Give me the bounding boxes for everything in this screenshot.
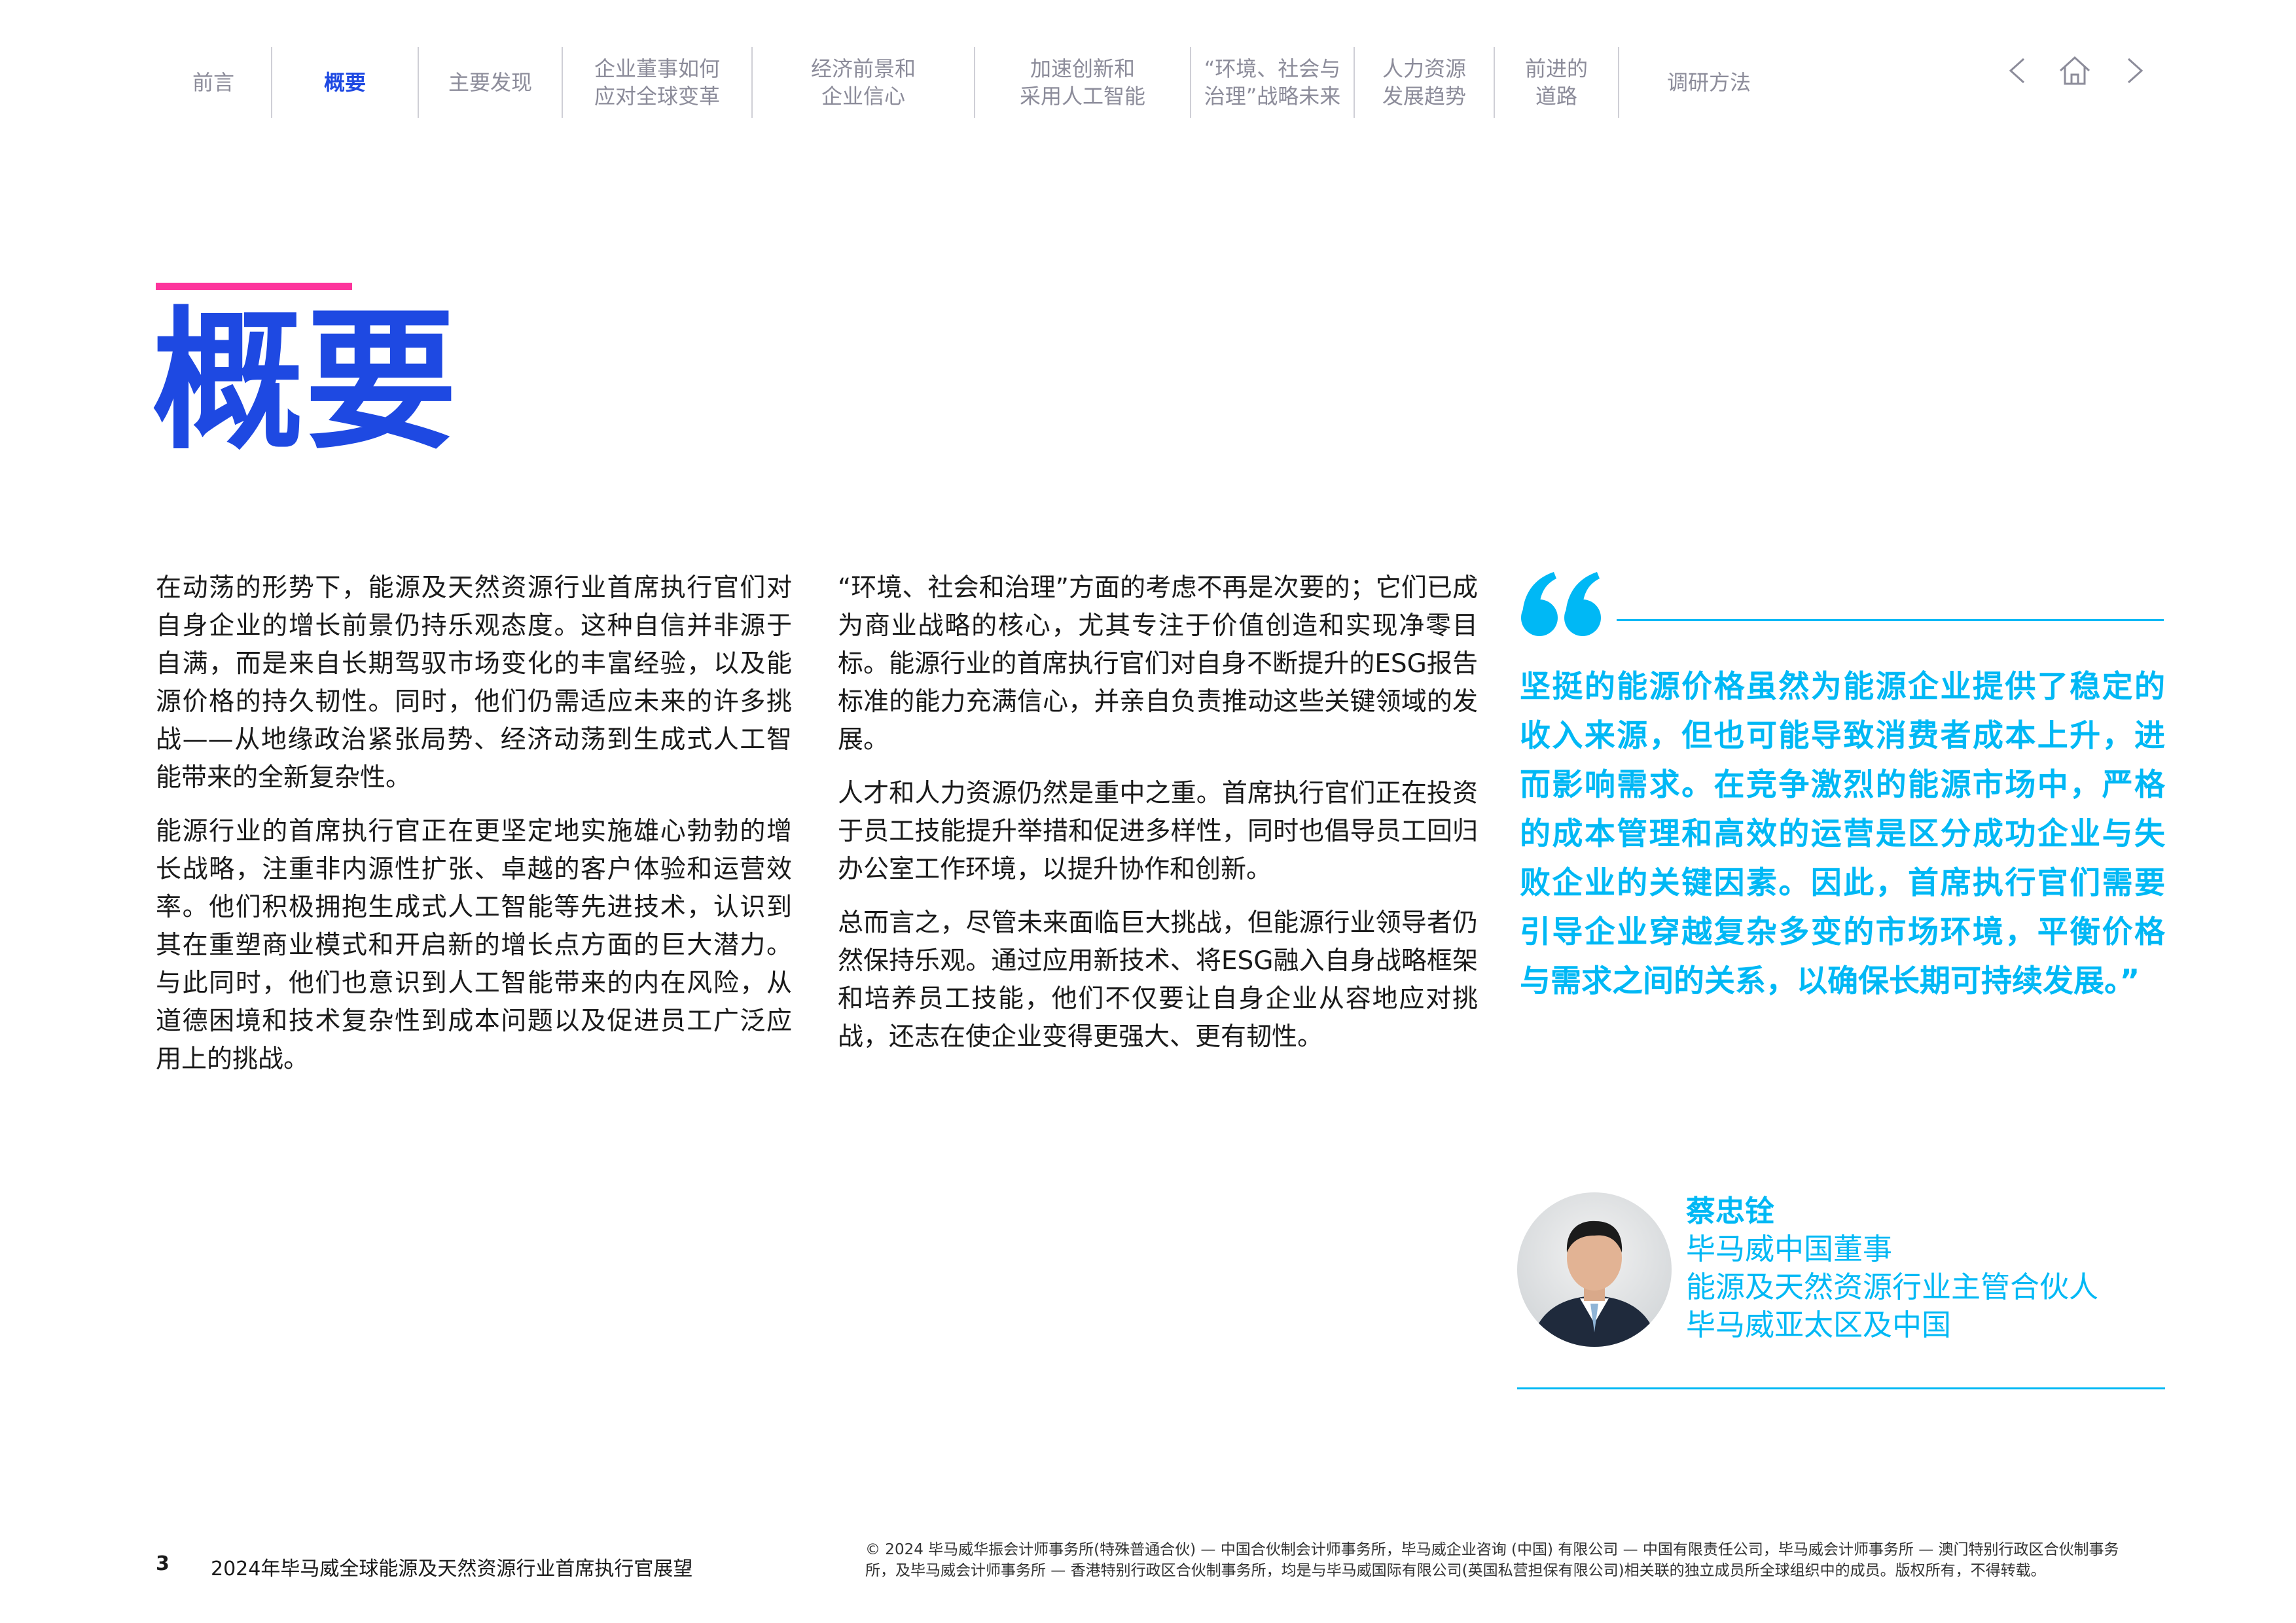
body-paragraph: 能源行业的首席执行官正在更坚定地实施雄心勃勃的增长战略，注重非内源性扩张、卓越的… — [156, 817, 792, 1074]
body-paragraph: 人才和人力资源仍然是重中之重。首席执行官们正在投资于员工技能提升举措和促进多样性… — [838, 779, 1478, 884]
top-navigation: 前言 概要 主要发现 企业董事如何 应对全球变革 经济前景和 企业信心 加速创新… — [156, 47, 1831, 118]
nav-tab-key-findings[interactable]: 主要发现 — [418, 47, 562, 118]
author-title: 能源及天然资源行业主管合伙人 — [1686, 1270, 2099, 1304]
home-icon[interactable] — [2055, 51, 2094, 90]
nav-tab-summary[interactable]: 概要 — [271, 47, 418, 118]
body-column-left: 在动荡的形势下，能源及天然资源行业首席执行官们对自身企业的增长前景仍持乐观态度。… — [156, 569, 792, 1094]
author-title: 毕马威中国董事 — [1686, 1232, 1893, 1266]
body-paragraph: “环境、社会和治理”方面的考虑不再是次要的；它们已成为商业战略的核心，尤其专注于… — [838, 573, 1478, 755]
nav-tab-methodology[interactable]: 调研方法 — [1618, 47, 1799, 118]
footer-copyright: © 2024 毕马威华振会计师事务所(特殊普通合伙) — 中国合伙制会计师事务所… — [865, 1541, 2119, 1579]
quote-mark-icon — [1517, 568, 1609, 647]
nav-tab-board-response[interactable]: 企业董事如何 应对全球变革 — [562, 47, 751, 118]
author-block: 蔡忠铨 毕马威中国董事 能源及天然资源行业主管合伙人 毕马威亚太区及中国 — [1686, 1192, 2098, 1344]
nav-tab-hr-trends[interactable]: 人力资源 发展趋势 — [1354, 47, 1494, 118]
chevron-right-icon[interactable] — [2115, 51, 2155, 90]
chevron-left-icon[interactable] — [1998, 51, 2037, 90]
avatar — [1517, 1192, 1672, 1347]
author-name: 蔡忠铨 — [1686, 1194, 1775, 1228]
author-divider — [1517, 1387, 2165, 1389]
title-accent-bar — [156, 283, 352, 290]
nav-tab-foreword[interactable]: 前言 — [192, 70, 234, 95]
body-paragraph: 总而言之，尽管未来面临巨大挑战，但能源行业领导者仍然保持乐观。通过应用新技术、将… — [838, 908, 1478, 1052]
nav-tab-economic-outlook[interactable]: 经济前景和 企业信心 — [751, 47, 974, 118]
body-paragraph: 在动荡的形势下，能源及天然资源行业首席执行官们对自身企业的增长前景仍持乐观态度。… — [156, 573, 792, 793]
nav-tab-esg-strategy[interactable]: “环境、社会与 治理”战略未来 — [1190, 47, 1354, 118]
pull-quote: 坚挺的能源价格虽然为能源企业提供了稳定的收入来源，但也可能导致消费者成本上升，进… — [1520, 669, 2165, 999]
page-number: 3 — [156, 1552, 170, 1575]
page-title: 概要 — [152, 293, 459, 470]
nav-tab-path-forward[interactable]: 前进的 道路 — [1494, 47, 1618, 118]
author-title: 毕马威亚太区及中国 — [1686, 1308, 1952, 1342]
body-column-middle: “环境、社会和治理”方面的考虑不再是次要的；它们已成为商业战略的核心，尤其专注于… — [838, 569, 1478, 1072]
quote-divider — [1617, 619, 2164, 621]
nav-tab-ai-innovation[interactable]: 加速创新和 采用人工智能 — [974, 47, 1190, 118]
footer-report-title: 2024年毕马威全球能源及天然资源行业首席执行官展望 — [211, 1558, 693, 1580]
